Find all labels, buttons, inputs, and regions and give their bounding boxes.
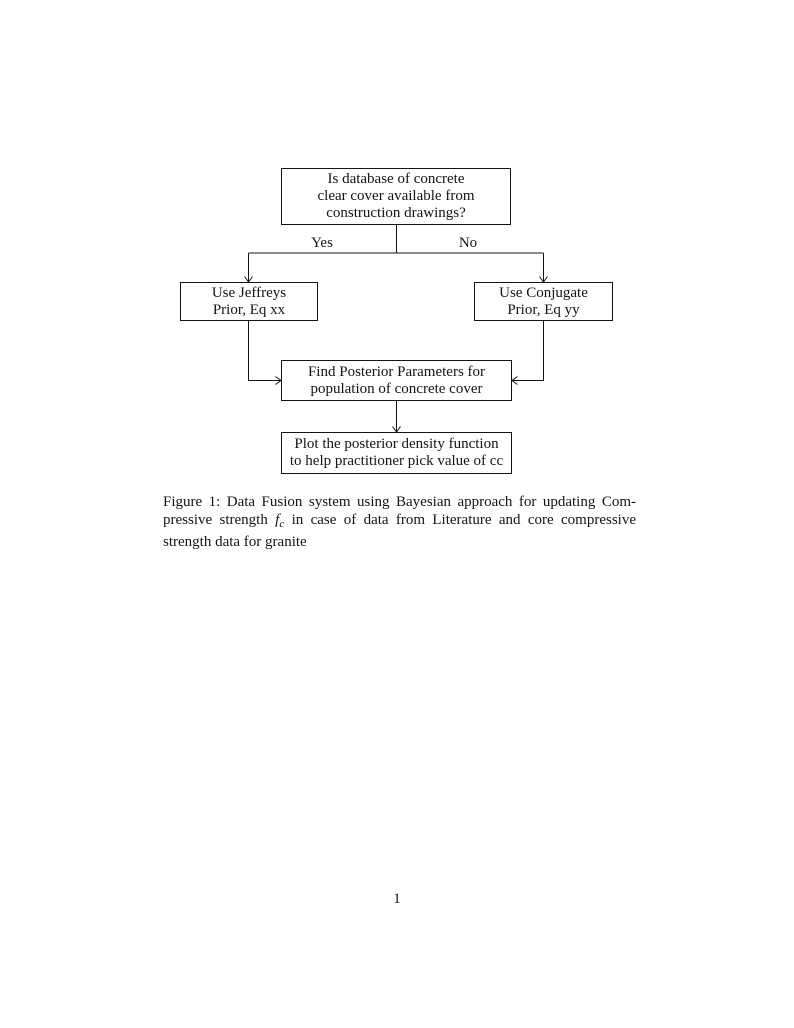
node-decision-line: Is database of concrete <box>327 171 465 187</box>
math-fc-base: f <box>275 512 280 528</box>
node-jeffreys-line: Prior, Eq xx <box>212 301 286 318</box>
node-posterior-line: population of concrete cover <box>310 380 483 397</box>
node-conjugate-prior: Use Conjugate Prior, Eq yy <box>474 282 613 321</box>
node-plot-line: to help practitioner pick value of cc <box>289 453 504 469</box>
math-fc-subscript: c <box>279 518 285 530</box>
edge-jeffreys-to-posterior <box>248 321 280 381</box>
node-decision-line: clear cover available from <box>317 188 475 204</box>
caption-line-2-pre: pressive strength <box>163 512 276 528</box>
node-decision: Is database of concrete clear cover avai… <box>281 168 511 225</box>
node-plot-density: Plot the posterior density function to h… <box>281 432 512 474</box>
caption-line-2: pressive strength fc in case of data fro… <box>163 511 636 533</box>
page-number: 1 <box>393 891 401 907</box>
caption-line-2-post: in case of data from Literature and core… <box>284 512 636 528</box>
edge-label-yes: Yes <box>311 235 333 251</box>
node-posterior-parameters: Find Posterior Parameters for population… <box>281 360 512 401</box>
edge-conjugate-to-posterior <box>513 321 544 381</box>
edge-label-no: No <box>458 235 478 251</box>
arrowhead-into-posterior-left <box>511 376 518 385</box>
caption-line-1: Figure 1: Data Fusion system using Bayes… <box>163 494 636 510</box>
node-plot-line: Plot the posterior density function <box>294 436 499 452</box>
node-conjugate-line: Prior, Eq yy <box>507 301 580 318</box>
node-jeffreys-prior: Use Jeffreys Prior, Eq xx <box>180 282 318 321</box>
figure-caption: Figure 1: Data Fusion system using Bayes… <box>163 493 636 551</box>
caption-line-3: strength data for granite <box>163 534 307 550</box>
node-posterior-line: Find Posterior Parameters for <box>307 363 486 380</box>
node-conjugate-line: Use Conjugate <box>499 284 588 301</box>
node-jeffreys-line: Use Jeffreys <box>211 284 287 301</box>
node-decision-line: construction drawings? <box>326 205 466 221</box>
